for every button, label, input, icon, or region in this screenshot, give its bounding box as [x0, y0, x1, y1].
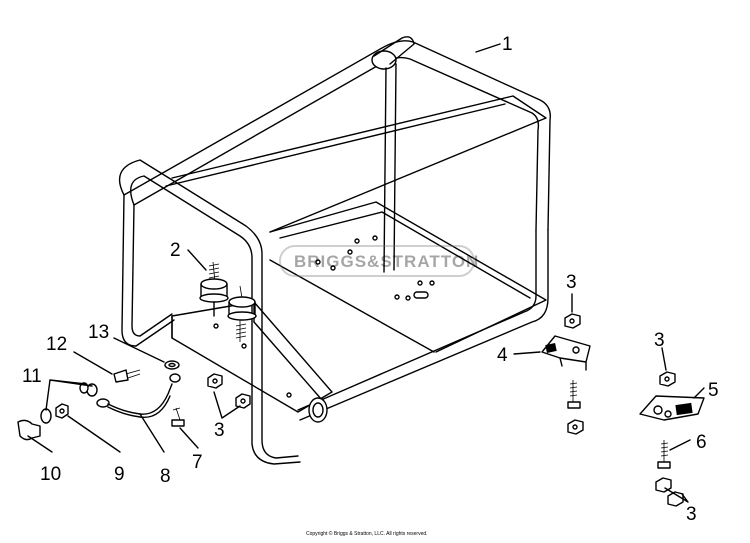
nut-bracket-4-top [564, 313, 581, 329]
callout-10: 10 [40, 464, 61, 485]
callout-3-frame: 3 [214, 420, 225, 441]
ground-wire-part-8 [96, 373, 181, 419]
screw-part-7 [171, 407, 185, 427]
nut-bracket-4-bottom [567, 419, 584, 435]
wing-nut-part-10 [17, 419, 41, 441]
watermark-text: BRIGGS&STRATTON [294, 252, 479, 271]
callout-7: 7 [192, 452, 203, 473]
callout-13: 13 [88, 322, 109, 343]
bolt-part-4 [567, 380, 581, 409]
bolt-part-12 [113, 369, 141, 383]
bracket-part-5 [639, 395, 705, 421]
callout-12: 12 [46, 334, 67, 355]
callout-5: 5 [708, 380, 719, 401]
washer-part-13 [164, 360, 180, 370]
bracket-part-4 [541, 335, 591, 371]
callout-3-bracket-4: 3 [566, 272, 577, 293]
vibration-mount-left [199, 261, 229, 317]
nut-part-9 [55, 403, 69, 419]
washers-part-11 [40, 382, 98, 424]
callout-6: 6 [696, 432, 707, 453]
frame-tube [118, 36, 551, 465]
callout-2: 2 [170, 240, 181, 261]
nut-group-frame [207, 373, 251, 409]
copyright-notice: Copyright © Briggs & Stratton, LLC. All … [306, 530, 428, 537]
nut-bracket-5-top [659, 371, 676, 387]
bolt-part-6 [657, 440, 671, 469]
callout-3-bottom: 3 [686, 504, 697, 525]
callout-1: 1 [502, 34, 513, 55]
callout-9: 9 [114, 464, 125, 485]
vibration-mount-right [227, 285, 257, 342]
leader-lines [27, 43, 705, 503]
callout-4: 4 [497, 345, 508, 366]
callout-3-bracket-5: 3 [654, 330, 665, 351]
callout-8: 8 [160, 466, 171, 487]
brand-watermark: BRIGGS&STRATTON [279, 245, 479, 277]
callout-11: 11 [22, 366, 42, 387]
nut-bracket-5-bottom [655, 477, 684, 507]
